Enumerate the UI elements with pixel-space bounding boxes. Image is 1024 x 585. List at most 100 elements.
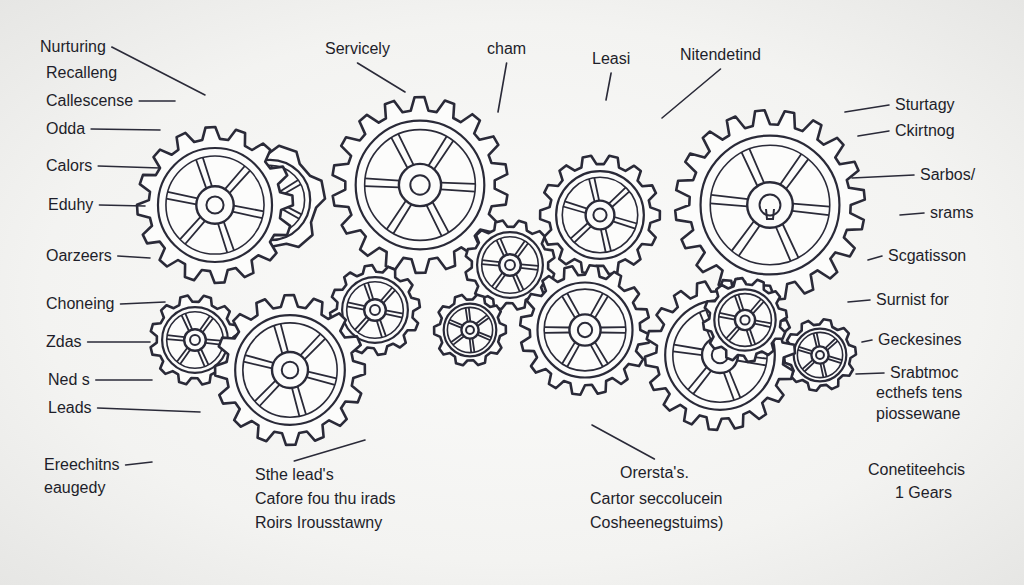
- gear-hub: [410, 175, 429, 194]
- gear-spoke: [470, 338, 475, 352]
- leader-line: [139, 100, 175, 102]
- gear-teeth: [520, 265, 650, 395]
- leader-line: [118, 256, 150, 258]
- gear-hub: [190, 335, 200, 345]
- gear-rim: [477, 232, 543, 298]
- callout-label: Oarzeers: [46, 247, 112, 265]
- callout-label: Roirs Irousstawny: [255, 514, 382, 532]
- gear-spoke: [365, 178, 400, 187]
- leader-line: [900, 213, 924, 215]
- gear-spoke: [710, 195, 748, 207]
- callout-label: Odda: [46, 120, 85, 138]
- callout-label: Leasi: [592, 50, 630, 68]
- callout-label: Conetiteehcis: [868, 461, 965, 479]
- gear-spoke: [466, 307, 471, 321]
- leader-line: [98, 408, 200, 412]
- gear-spoke: [726, 326, 740, 341]
- gear-spoke: [513, 274, 524, 292]
- gear-spoke: [688, 367, 711, 394]
- gear-rim: [365, 130, 476, 241]
- gear-spoke: [591, 293, 608, 318]
- gear-rim: [701, 136, 840, 275]
- callout-label: 1 Gears: [895, 484, 952, 502]
- gear-rim: [444, 304, 497, 357]
- leader-line: [88, 341, 150, 343]
- callout-label: srams: [930, 204, 974, 222]
- gear-hub: [399, 164, 441, 206]
- gear: [784, 319, 856, 391]
- gear-hub: [196, 186, 233, 223]
- gear-rim: [235, 315, 345, 425]
- gear-spoke: [477, 332, 491, 340]
- callout-label: Ckirtnog: [895, 122, 955, 140]
- gear-rim: [714, 289, 775, 350]
- callout-label: piossewane: [876, 405, 961, 423]
- gear-hub: [578, 323, 592, 337]
- keyhole: [766, 209, 774, 219]
- gear-spoke: [724, 371, 741, 401]
- gear-spoke: [347, 302, 365, 309]
- gear-hub: [466, 326, 474, 334]
- leader-line: [868, 256, 882, 260]
- leader-line: [848, 300, 870, 302]
- gear-teeth: [784, 319, 856, 391]
- gear-hub: [370, 305, 380, 315]
- gear-spoke: [497, 238, 508, 256]
- callout-label: Leads: [48, 399, 92, 417]
- gear-spoke: [355, 317, 369, 333]
- gear-rim: [710, 145, 830, 265]
- gear-spoke: [754, 320, 771, 327]
- gear-spoke: [177, 348, 190, 364]
- callout-label: Cartor seccolucein: [590, 490, 723, 508]
- gear-rim: [537, 282, 632, 377]
- callout-label: Sthe lead's: [255, 466, 334, 484]
- gear-hub: [760, 195, 781, 216]
- gear-spoke: [821, 363, 827, 377]
- gear-hub: [499, 254, 521, 276]
- callout-label: Ereechitns: [44, 456, 120, 474]
- callout-label: Callescense: [46, 92, 133, 110]
- leader-line: [112, 47, 205, 95]
- leader-line: [126, 462, 152, 465]
- gear: [675, 110, 865, 300]
- leader-line: [606, 73, 611, 100]
- callout-label: Calors: [46, 157, 92, 175]
- leader-line: [498, 63, 507, 112]
- gear-spoke: [233, 206, 264, 219]
- gear-spoke: [391, 134, 413, 168]
- gear-rim: [719, 294, 772, 347]
- gear-hub: [569, 314, 600, 345]
- leader-line: [858, 131, 889, 136]
- gear-spoke: [571, 223, 592, 243]
- gear-spoke: [600, 327, 625, 333]
- gear-hub: [461, 321, 478, 338]
- gear-spoke: [274, 324, 288, 354]
- gear-spoke: [515, 241, 528, 257]
- gear-spoke: [492, 273, 505, 289]
- gear-rim: [356, 121, 485, 250]
- gear-spoke: [589, 178, 599, 202]
- leader-line: [98, 166, 160, 168]
- gear-spoke: [735, 294, 744, 311]
- leader-line: [96, 379, 152, 381]
- gear-spoke: [544, 327, 569, 333]
- gear-rim: [544, 289, 626, 371]
- gear-teeth: [675, 110, 865, 300]
- gear-spoke: [798, 347, 812, 354]
- gear-rim: [158, 148, 272, 262]
- leader-line: [856, 373, 884, 374]
- gear-hub: [505, 260, 515, 270]
- callout-label: Geckesines: [878, 331, 962, 349]
- gear-rim: [162, 307, 228, 373]
- gear-spoke: [732, 221, 760, 256]
- gear-spoke: [225, 166, 250, 193]
- gear-spoke: [747, 329, 756, 346]
- callout-label: Srabtmoc: [890, 364, 958, 382]
- callout-label: Servicely: [325, 40, 390, 58]
- gear-spoke: [200, 316, 213, 332]
- gear-teeth: [215, 295, 365, 445]
- gear-rim: [243, 323, 337, 417]
